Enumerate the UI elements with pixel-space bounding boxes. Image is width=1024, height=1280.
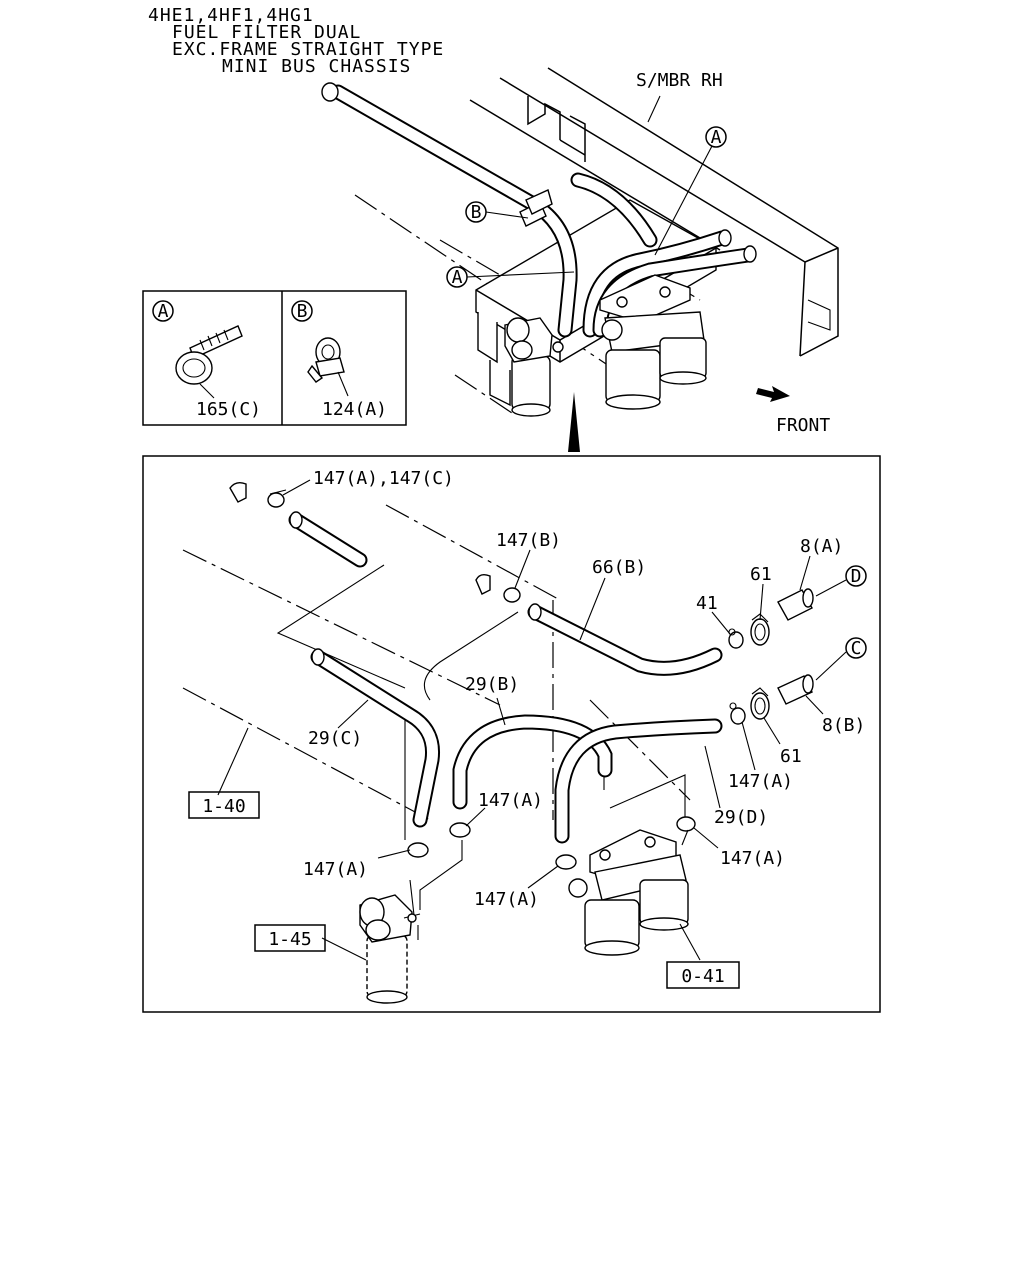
header-text: 4HE1,4HF1,4HG1 FUEL FILTER DUAL EXC.FRAM… — [148, 5, 444, 77]
connector-d: D — [815, 565, 867, 597]
label-147a-right: 147(A) — [728, 771, 793, 792]
label-147b: 147(B) — [496, 530, 561, 551]
part-labels: 147(A),147(C) 147(B) 66(B) 8(A) 61 41 29… — [303, 468, 865, 910]
front-arrow-icon — [756, 386, 790, 402]
hose-29c — [310, 648, 441, 828]
label-61-top: 61 — [750, 564, 772, 585]
hose-66b — [527, 603, 723, 676]
label-41: 41 — [696, 593, 718, 614]
label-29c: 29(C) — [308, 728, 362, 749]
legend-b-letter: B — [297, 301, 308, 322]
callout-a-upper-letter: A — [711, 127, 722, 148]
dual-filter-overview — [599, 274, 707, 410]
single-filter-overview — [504, 317, 564, 417]
legend-a-part: 165(C) — [196, 399, 261, 420]
legend-b: B 124(A) — [291, 300, 387, 420]
legend-a: A 165(C) — [152, 300, 261, 420]
callout-b-letter: B — [471, 202, 482, 223]
callout-b: B — [465, 201, 529, 223]
ref-1-45-text: 1-45 — [268, 929, 311, 950]
detail-view: D C — [142, 455, 881, 1013]
ref-0-41-text: 0-41 — [681, 966, 724, 987]
label-147a-filter-left: 147(A) — [474, 889, 539, 910]
hose-29d — [554, 718, 723, 844]
dual-fuel-filter — [568, 829, 689, 956]
clamp-61-bottom — [750, 687, 770, 720]
assembly-overview: A A B S/MBR RH FRONT — [321, 67, 839, 452]
front-label: FRONT — [776, 415, 830, 436]
ref-1-45: 1-45 — [254, 924, 326, 952]
clip-b-overview — [519, 189, 553, 227]
callout-a-lower: A — [446, 266, 575, 288]
legend-b-part: 124(A) — [322, 399, 387, 420]
label-29d: 29(D) — [714, 807, 768, 828]
callout-a-lower-letter: A — [452, 267, 463, 288]
label-61-bottom: 61 — [780, 746, 802, 767]
header-line-chassis: MINI BUS CHASSIS — [222, 56, 411, 77]
clip-147a-right — [729, 702, 746, 725]
hose-8b — [777, 674, 814, 705]
hose-upper-straight — [288, 511, 368, 568]
clip-147a-left — [407, 842, 429, 858]
clip-147a-center — [449, 822, 471, 838]
label-147a-filter-right: 147(A) — [720, 848, 785, 869]
ref-1-40-text: 1-40 — [202, 796, 245, 817]
ref-0-41: 0-41 — [666, 961, 740, 989]
clip-41 — [728, 628, 744, 649]
hose-clip-icon — [307, 337, 345, 383]
view-pointer-icon — [568, 392, 580, 452]
leader-lines — [217, 479, 824, 961]
connector-c-letter: C — [851, 638, 862, 659]
connector-c: C — [815, 637, 867, 681]
clip-147a-filter-left — [555, 854, 577, 870]
legend-a-letter: A — [158, 301, 169, 322]
header-line-engines: 4HE1,4HF1,4HG1 — [148, 5, 314, 26]
clamp-61-top — [750, 613, 770, 646]
clip-147a-filter-right — [676, 816, 696, 832]
label-66b: 66(B) — [592, 557, 646, 578]
ref-1-40: 1-40 — [188, 791, 260, 819]
label-29b: 29(B) — [465, 674, 519, 695]
hose-8a — [777, 588, 814, 621]
header-line-filter: FUEL FILTER DUAL — [172, 22, 361, 43]
header-line-frame: EXC.FRAME STRAIGHT TYPE — [172, 39, 444, 60]
side-member-rh — [469, 67, 839, 357]
label-147a-147c: 147(A),147(C) — [313, 468, 454, 489]
label-8b: 8(B) — [822, 715, 865, 736]
label-147a-center: 147(A) — [478, 790, 543, 811]
clip-147b — [475, 573, 521, 603]
label-147a-left: 147(A) — [303, 859, 368, 880]
label-8a: 8(A) — [800, 536, 843, 557]
clip-legend: A 165(C) B 124(A) — [142, 290, 407, 426]
clip-147a-147c — [229, 481, 287, 508]
connector-d-letter: D — [851, 566, 862, 587]
single-fuel-filter — [359, 879, 421, 1004]
side-member-label: S/MBR RH — [636, 70, 723, 91]
callout-a-upper: A — [654, 126, 727, 256]
cable-tie-icon — [175, 325, 243, 385]
